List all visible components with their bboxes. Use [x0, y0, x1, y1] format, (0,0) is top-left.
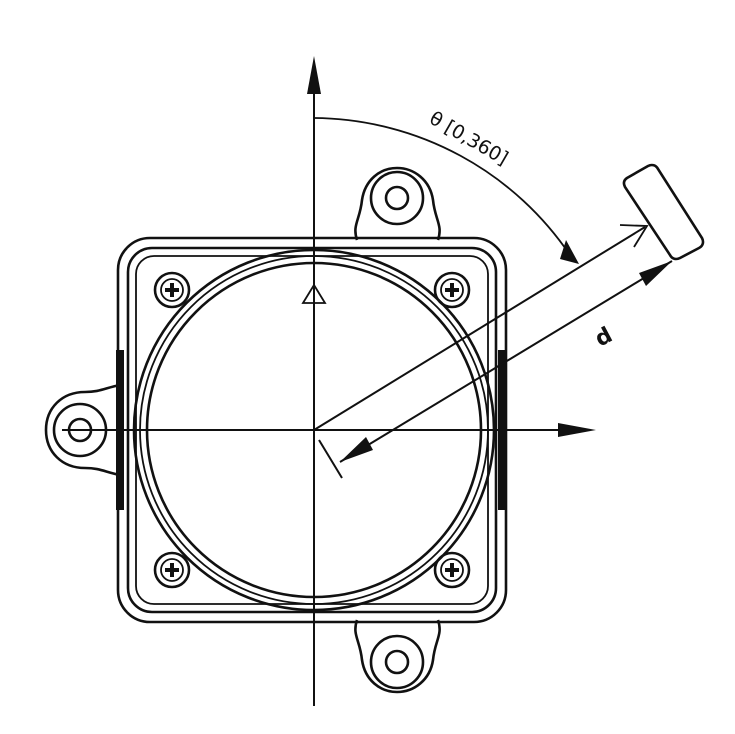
distance-dimension [318, 260, 673, 479]
y-axis [307, 56, 321, 706]
mount-ear-top [354, 166, 441, 241]
screw-bottom-right [433, 551, 471, 589]
screw-top-right [433, 271, 471, 309]
distance-label: d [591, 323, 617, 352]
mount-ear-bottom [354, 619, 441, 694]
target-object [622, 163, 705, 261]
ray-to-target [313, 224, 649, 431]
screw-top-left [153, 271, 191, 309]
angle-arc [313, 117, 579, 264]
screw-bottom-left [153, 551, 191, 589]
x-axis [62, 423, 596, 437]
